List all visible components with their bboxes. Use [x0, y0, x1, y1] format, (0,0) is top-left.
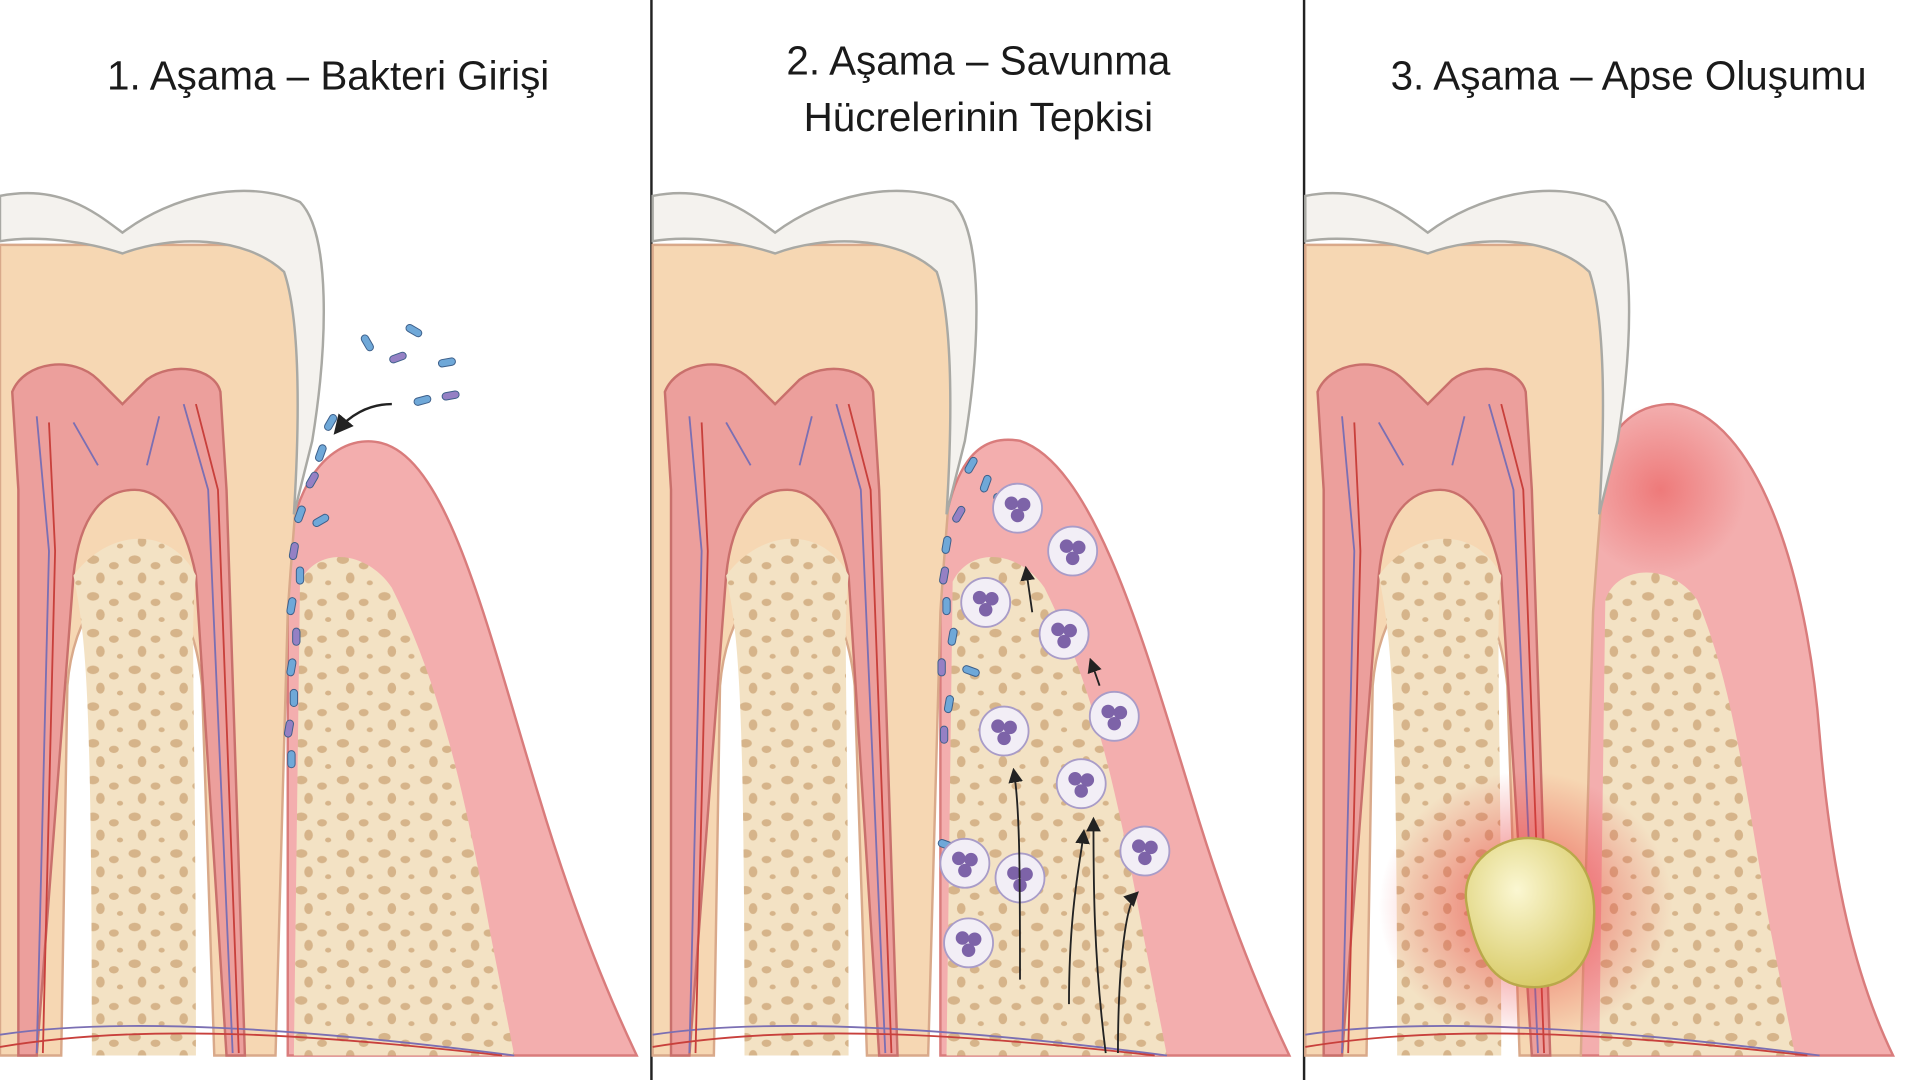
neutrophil-cell [1055, 758, 1107, 810]
bacterium [441, 390, 460, 401]
bacterium [943, 695, 954, 714]
bacterium [286, 658, 297, 677]
bacterium [964, 456, 978, 474]
neutrophil-cell [939, 837, 991, 889]
panel-1-title: 1. Aşama – Bakteri Girişi [107, 52, 549, 98]
neutrophil-cell [992, 482, 1043, 534]
bacterium [405, 324, 423, 338]
bacterium [294, 505, 306, 524]
bacterium [947, 627, 958, 646]
neutrophil-cell [1047, 525, 1099, 577]
bacterium [288, 542, 299, 561]
neutrophil-cell [943, 917, 994, 969]
bacterium [287, 750, 296, 769]
panel-2-title-line-2: Hücrelerinin Tepkisi [804, 94, 1153, 140]
bacterium [286, 597, 297, 616]
panel-2-title-line-1: 2. Aşama – Savunma [786, 38, 1170, 84]
bacterium [283, 719, 294, 738]
bacterium [939, 725, 949, 744]
panel-1-bacteria-entry: 1. Aşama – Bakteri Girişi [0, 52, 639, 1057]
bacterium [942, 597, 951, 616]
neutrophil-cell [1119, 825, 1171, 877]
bacterium [289, 688, 299, 708]
arrow-icon [333, 402, 392, 435]
bacterium [360, 334, 374, 352]
abscess [1464, 836, 1596, 989]
bacterium [314, 444, 327, 462]
panel-2-defense-cell-response: 2. Aşama – Savunma Hücrelerinin Tepkisi [651, 38, 1292, 1057]
white-blood-cells [939, 482, 1171, 969]
bacterium [941, 535, 952, 554]
neutrophil-cell [978, 705, 1030, 757]
bacterium [292, 627, 301, 646]
bacterium [295, 566, 305, 585]
panel-3-abscess-formation: 3. Aşama – Apse Oluşumu [1304, 52, 1896, 1057]
bacterium [305, 471, 319, 489]
bacteria-group [283, 324, 460, 769]
neutrophil-cell [960, 577, 1012, 628]
bacterium [389, 351, 407, 364]
bacterium [962, 665, 980, 677]
migration-arrows [1008, 565, 1139, 1054]
neutrophil-cell [1038, 608, 1090, 660]
neutrophil-cell [1088, 690, 1140, 742]
bacterium [952, 505, 966, 523]
panel-3-title: 3. Aşama – Apse Oluşumu [1391, 52, 1867, 98]
bacterium [312, 513, 330, 528]
bacterium [413, 394, 432, 406]
bone [946, 556, 1167, 1056]
bacterium [437, 357, 456, 368]
bacterium [979, 474, 992, 493]
bacterium [937, 658, 946, 677]
bacterium [939, 566, 950, 585]
bone [293, 556, 515, 1056]
